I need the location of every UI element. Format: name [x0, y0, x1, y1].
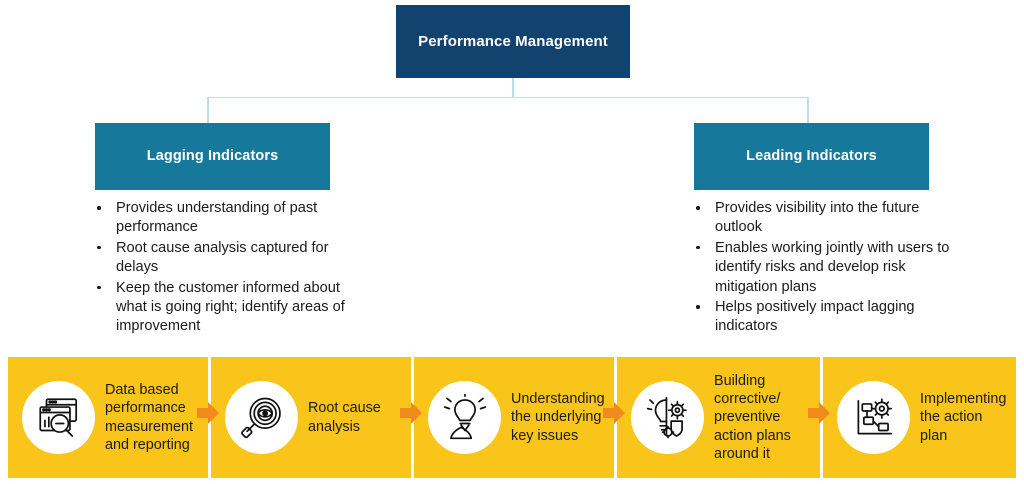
magnifier-target-icon	[225, 381, 298, 454]
bullet-dot-icon	[97, 245, 101, 250]
list-item: Provides understanding of past performan…	[88, 199, 360, 238]
node-leading-label: Leading Indicators	[746, 148, 877, 165]
bullet-list-leading: Provides visibility into the future outl…	[687, 199, 959, 338]
list-item-text: Enables working jointly with users to id…	[715, 239, 950, 295]
connector-drop-left	[207, 96, 209, 124]
process-step-4: Building corrective/ preventive action p…	[617, 357, 820, 478]
list-item-text: Keep the customer informed about what is…	[116, 279, 345, 335]
lightbulb-gear-shield-icon	[631, 381, 704, 454]
node-leading-indicators: Leading Indicators	[694, 123, 929, 190]
arrow-right-icon	[601, 400, 627, 426]
arrow-right-icon	[806, 400, 832, 426]
list-item-text: Provides understanding of past performan…	[116, 200, 318, 236]
dashboard-analytics-icon	[22, 381, 95, 454]
node-root-label: Performance Management	[418, 32, 608, 50]
process-step-4-caption: Building corrective/ preventive action p…	[714, 373, 791, 462]
process-step-1-caption: Data based performance measurement and r…	[105, 382, 193, 453]
process-step-5-caption: Implementing the action plan	[920, 391, 1007, 444]
bullet-dot-icon	[97, 206, 101, 210]
process-step-5: Implementing the action plan	[823, 357, 1016, 478]
process-step-2-caption: Root cause analysis	[308, 400, 381, 435]
lightbulb-person-icon	[428, 381, 501, 454]
bullet-dot-icon	[97, 285, 101, 290]
process-step-2: Root cause analysis	[211, 357, 411, 478]
connector-horizontal	[207, 96, 809, 99]
arrow-right-icon	[398, 400, 424, 426]
list-item-text: Provides visibility into the future outl…	[715, 200, 920, 236]
arrow-right-icon	[195, 400, 221, 426]
list-item-text: Root cause analysis captured for delays	[116, 239, 329, 276]
list-item: Enables working jointly with users to id…	[687, 239, 959, 297]
connector-drop-right	[807, 96, 809, 124]
list-item: Provides visibility into the future outl…	[687, 199, 959, 238]
bullet-dot-icon	[696, 206, 700, 210]
process-strip: Data based performance measurement and r…	[8, 357, 1016, 478]
process-step-3: Understanding the underlying key issues	[414, 357, 614, 478]
process-step-1: Data based performance measurement and r…	[8, 357, 208, 478]
bullet-dot-icon	[696, 305, 700, 309]
node-lagging-label: Lagging Indicators	[146, 148, 279, 165]
list-item: Keep the customer informed about what is…	[88, 279, 360, 337]
list-item: Helps positively impact lagging indicato…	[687, 298, 959, 337]
list-item-text: Helps positively impact lagging indicato…	[715, 299, 915, 335]
connector-stem	[512, 78, 514, 98]
process-step-3-caption: Understanding the underlying key issues	[511, 391, 605, 444]
node-performance-management: Performance Management	[396, 5, 630, 78]
bullet-list-lagging: Provides understanding of past performan…	[88, 199, 360, 338]
flowchart-gear-icon	[837, 381, 910, 454]
list-item: Root cause analysis captured for delays	[88, 239, 360, 278]
bullet-dot-icon	[696, 245, 700, 250]
node-lagging-indicators: Lagging Indicators	[95, 123, 330, 190]
